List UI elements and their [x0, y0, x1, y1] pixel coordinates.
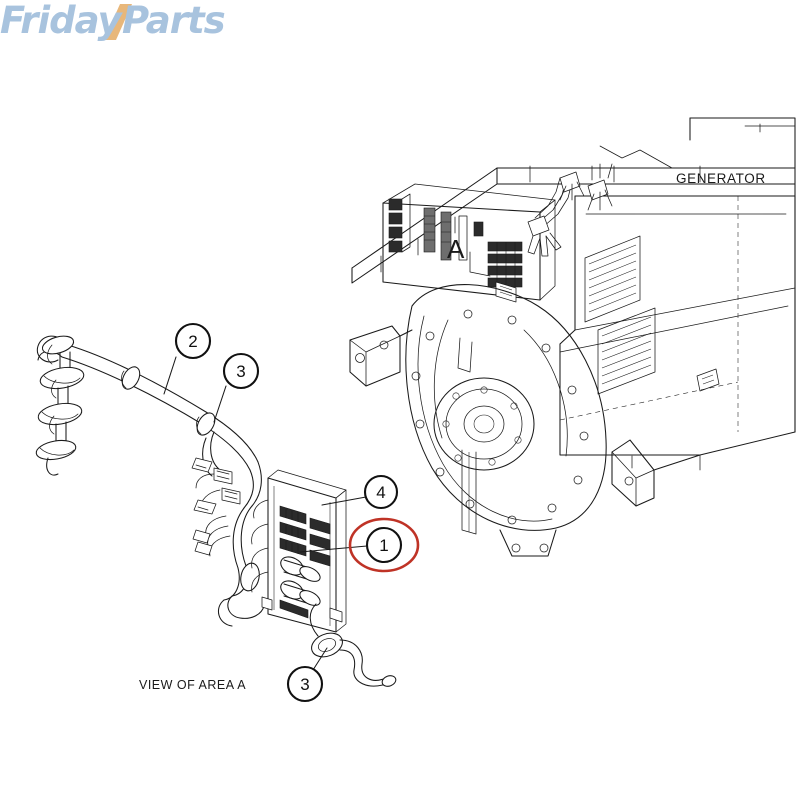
callout-1-number: 1: [379, 536, 388, 555]
harness-clamp-3: [196, 412, 216, 436]
callout-1-highlight: [348, 517, 420, 573]
callout-balloon-4[interactable]: 4: [363, 474, 399, 510]
callout-2-number: 2: [188, 332, 197, 351]
callout-balloon-3-bottom[interactable]: 3: [286, 665, 324, 703]
callout-3-top-number: 3: [236, 362, 245, 381]
callout-balloon-1[interactable]: 1: [365, 526, 403, 564]
callout-leaders: [163, 356, 368, 671]
terminal-panel-detail: [251, 469, 347, 633]
generator-leader-line: [599, 145, 673, 169]
callout-balloon-2[interactable]: 2: [174, 322, 212, 360]
area-a-marker: A: [447, 234, 465, 264]
wiring-harness-assembly: [35, 335, 265, 627]
generator-bell-housing: [349, 284, 607, 557]
harness-clamp-2: [121, 366, 141, 390]
harness-coil-end: [35, 335, 85, 476]
control-panel-area-a: [382, 163, 613, 303]
harness-grommet-pigtail: [309, 603, 397, 687]
generator-label: GENERATOR: [676, 171, 766, 186]
callout-balloon-3-top[interactable]: 3: [222, 352, 260, 390]
callout-3-bottom-number: 3: [300, 675, 309, 694]
harness-branch-connectors: [191, 457, 241, 557]
view-of-area-label: VIEW OF AREA A: [139, 678, 247, 692]
generator-enclosure: [351, 117, 796, 507]
upper-wire-bundles: [527, 163, 613, 257]
callout-4-number: 4: [376, 483, 385, 502]
